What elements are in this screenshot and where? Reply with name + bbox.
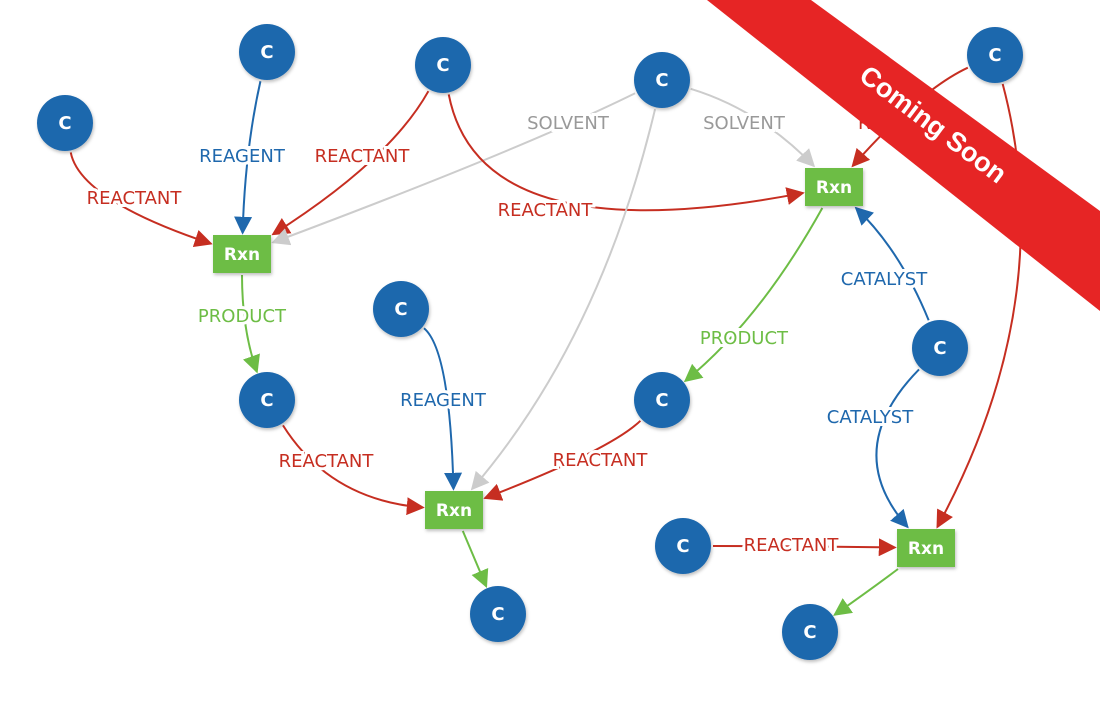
reaction-node[interactable]: Rxn [897, 529, 955, 567]
compound-label: C [436, 55, 449, 76]
compound-circle [782, 604, 838, 660]
compound-label: C [803, 622, 816, 643]
edge-label-reactant: REACTANT [315, 146, 411, 167]
edge-solvent[interactable] [470, 108, 657, 491]
compound-circle [470, 586, 526, 642]
compound-node[interactable]: C [655, 518, 711, 574]
reaction-label: Rxn [224, 245, 260, 265]
edge-product[interactable] [833, 568, 899, 616]
edge-label-product: PRODUCT [198, 306, 287, 327]
compound-circle [634, 372, 690, 428]
reaction-node[interactable]: Rxn [425, 491, 483, 529]
edge-labels-layer: REACTANT REAGENT REACTANT SOLVENT REACTANT SO… [84, 110, 932, 559]
edge-label-reactant: REACTANT [87, 188, 183, 209]
compound-label: C [655, 70, 668, 91]
edge-reactant[interactable] [712, 538, 897, 557]
edge-label-reactant: REACTANT [279, 451, 375, 472]
edge-label-catalyst: CATALYST [827, 407, 914, 428]
edge-reactant[interactable] [483, 420, 642, 501]
reaction-box [213, 235, 271, 273]
edge-solvent[interactable] [271, 92, 636, 246]
edge-product[interactable] [461, 530, 489, 589]
compound-circle [634, 52, 690, 108]
reaction-label: Rxn [908, 539, 944, 559]
compound-node[interactable]: C [782, 604, 838, 660]
edge-label-solvent: SOLVENT [703, 113, 786, 134]
compound-circle [373, 281, 429, 337]
compound-circle [239, 24, 295, 80]
compound-node[interactable]: C [37, 95, 93, 151]
edge-label-reactant: REACTANT [498, 200, 594, 221]
edge-product[interactable] [241, 274, 260, 374]
edges-layer [69, 66, 1022, 616]
edge-reactant[interactable] [936, 83, 1022, 529]
compound-circle [415, 37, 471, 93]
edge-product[interactable] [683, 207, 824, 383]
edge-label-reagent: REAGENT [199, 146, 286, 167]
edge-reagent[interactable] [423, 327, 463, 491]
compound-circle [37, 95, 93, 151]
edge-reactant[interactable] [69, 152, 213, 248]
reaction-box [897, 529, 955, 567]
edge-reactant[interactable] [447, 94, 805, 212]
edge-reactant[interactable] [282, 424, 425, 516]
edge-label-reactant: REACTANT [553, 450, 649, 471]
compound-node[interactable]: C [239, 24, 295, 80]
compound-circle [967, 27, 1023, 83]
edge-label-solvent: SOLVENT [527, 113, 610, 134]
reaction-box [425, 491, 483, 529]
compound-node[interactable]: C [967, 27, 1023, 83]
edge-label-reagent: REAGENT [400, 390, 487, 411]
compound-node[interactable]: C [415, 37, 471, 93]
edge-catalyst[interactable] [854, 206, 930, 321]
compound-node[interactable]: C [634, 372, 690, 428]
banner-ribbon [707, 0, 1100, 311]
compound-circle [912, 320, 968, 376]
coming-soon-banner: Coming Soon [707, 0, 1100, 311]
compound-label: C [491, 604, 504, 625]
edge-label-catalyst: CATALYST [841, 269, 928, 290]
compound-label: C [933, 338, 946, 359]
compound-label: C [676, 536, 689, 557]
reaction-node[interactable]: Rxn [805, 168, 863, 206]
compound-label: C [988, 45, 1001, 66]
compound-circle [655, 518, 711, 574]
compound-label: C [394, 299, 407, 320]
reaction-label: Rxn [436, 501, 472, 521]
compound-node[interactable]: C [912, 320, 968, 376]
edge-label-reactant: REACTANT [744, 535, 840, 556]
edge-catalyst[interactable] [875, 368, 920, 529]
compound-label: C [260, 42, 273, 63]
edge-reactant[interactable] [271, 90, 430, 236]
compound-label: C [58, 113, 71, 134]
edge-label-product: PRODUCT [700, 328, 789, 349]
compound-node[interactable]: C [239, 372, 295, 428]
reaction-label: Rxn [816, 178, 852, 198]
reaction-node[interactable]: Rxn [213, 235, 271, 273]
reaction-box [805, 168, 863, 206]
compound-node[interactable]: C [634, 52, 690, 108]
compound-circle [239, 372, 295, 428]
compound-node[interactable]: C [373, 281, 429, 337]
edge-reagent[interactable] [234, 81, 262, 235]
compound-node[interactable]: C [470, 586, 526, 642]
compound-label: C [260, 390, 273, 411]
edge-solvent[interactable] [690, 87, 816, 168]
compound-label: C [655, 390, 668, 411]
